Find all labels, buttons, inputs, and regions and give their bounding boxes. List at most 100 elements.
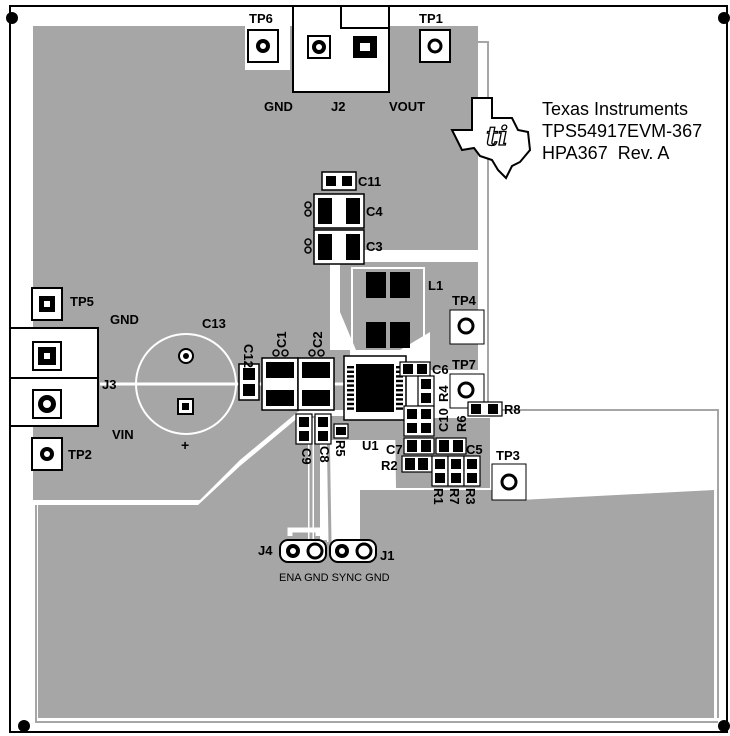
label-r4: R4 xyxy=(436,385,451,402)
label-r1: R1 xyxy=(431,488,446,505)
resistor-r7 xyxy=(447,455,465,487)
trace-j4 xyxy=(287,527,321,536)
label-tp2: TP2 xyxy=(68,447,92,462)
ic-pin xyxy=(347,366,354,369)
label-c5: C5 xyxy=(466,442,483,457)
label-revision: HPA367 Rev. A xyxy=(542,143,669,163)
ic-pin xyxy=(347,393,354,396)
label-c1: C1 xyxy=(274,331,289,348)
test-point-tp1 xyxy=(419,29,451,63)
ic-u1 xyxy=(343,355,407,421)
label-c10: C10 xyxy=(436,408,451,432)
label-tp3: TP3 xyxy=(496,448,520,463)
ic-pin xyxy=(396,379,403,383)
resistor-r8 xyxy=(467,401,503,417)
capacitor-c7 xyxy=(403,437,435,455)
label-c13-polarity: + xyxy=(181,437,189,453)
ic-pin xyxy=(396,384,403,387)
capacitor-c13 xyxy=(135,333,237,435)
label-j4: J4 xyxy=(258,543,273,558)
ic-pin xyxy=(347,379,354,383)
capacitor-c8 xyxy=(314,413,332,445)
resistor-r2 xyxy=(401,455,433,473)
resistor-r1 xyxy=(431,455,449,487)
label-c13: C13 xyxy=(202,316,226,331)
test-point-tp4 xyxy=(449,309,485,345)
texas-instruments-logo: ti xyxy=(450,97,532,180)
test-point-tp3 xyxy=(491,463,527,501)
label-j2: J2 xyxy=(331,99,345,114)
label-r2: R2 xyxy=(381,458,398,473)
resistor-r4 xyxy=(417,375,435,407)
test-point-tp2 xyxy=(31,437,63,471)
ic-pin xyxy=(347,384,354,387)
capacitor-c2 xyxy=(297,349,335,411)
label-c4: C4 xyxy=(366,204,383,219)
header-j4 xyxy=(279,539,327,563)
label-c12: C12 xyxy=(241,344,256,368)
ic-pin xyxy=(396,402,403,406)
label-c8: C8 xyxy=(317,446,332,463)
label-c2: C2 xyxy=(310,331,325,348)
capacitor-c11 xyxy=(321,171,357,191)
capacitor-c10 xyxy=(403,405,435,437)
label-c9: C9 xyxy=(299,448,314,465)
corner-mark-bottom-right xyxy=(718,720,730,732)
resistor-r3 xyxy=(463,455,481,487)
ic-pin xyxy=(396,393,403,396)
capacitor-c1 xyxy=(261,349,299,411)
corner-mark-bottom-left xyxy=(18,720,30,732)
header-j1 xyxy=(329,539,377,563)
capacitor-c5 xyxy=(435,437,467,455)
label-j3-vin: VIN xyxy=(112,427,134,442)
capacitor-c12 xyxy=(238,363,260,401)
test-point-tp6 xyxy=(247,29,279,63)
label-jumper-functions: ENA GND SYNC GND xyxy=(279,572,390,584)
label-board-name: TPS54917EVM-367 xyxy=(542,121,702,141)
ic-pin xyxy=(347,370,354,373)
label-company: Texas Instruments xyxy=(542,99,688,119)
label-c3: C3 xyxy=(366,239,383,254)
ic-pin xyxy=(347,375,354,378)
label-tp1: TP1 xyxy=(419,11,443,26)
label-tp4: TP4 xyxy=(452,293,477,308)
connector-j2 xyxy=(292,5,390,93)
label-tp6: TP6 xyxy=(249,11,273,26)
ic-pin xyxy=(347,407,354,410)
ic-pin xyxy=(396,389,403,392)
label-r6: R6 xyxy=(454,415,469,432)
capacitor-c9 xyxy=(295,413,313,445)
label-tp5: TP5 xyxy=(70,294,94,309)
label-j3: J3 xyxy=(102,377,116,392)
corner-mark-top-right xyxy=(718,12,730,24)
label-j2-gnd: GND xyxy=(264,99,293,114)
resistor-r5 xyxy=(333,423,349,439)
ic-pin xyxy=(347,389,354,392)
inductor-l1 xyxy=(351,267,425,355)
label-l1: L1 xyxy=(428,278,443,293)
label-c11: C11 xyxy=(358,174,381,189)
capacitor-c4 xyxy=(304,193,365,229)
ic-pin xyxy=(347,398,354,401)
ic-pin xyxy=(396,407,403,410)
label-r8: R8 xyxy=(504,402,521,417)
label-j1: J1 xyxy=(380,548,394,563)
label-c7: C7 xyxy=(386,442,403,457)
label-r7: R7 xyxy=(447,488,462,505)
svg-text:ti: ti xyxy=(486,122,508,152)
label-u1: U1 xyxy=(362,438,379,453)
label-c6: C6 xyxy=(432,362,449,377)
label-r5: R5 xyxy=(333,440,348,457)
ic-pin xyxy=(347,402,354,406)
copper-pour-ground xyxy=(38,416,714,718)
trace-ground-edge xyxy=(35,505,718,723)
ic-pin xyxy=(396,398,403,401)
connector-j3 xyxy=(9,327,99,427)
corner-mark-top-left xyxy=(6,12,18,24)
test-point-tp5 xyxy=(31,287,63,321)
capacitor-c3 xyxy=(304,229,365,265)
capacitor-c6 xyxy=(399,361,431,377)
label-j2-vout: VOUT xyxy=(389,99,425,114)
label-j3-gnd: GND xyxy=(110,312,139,327)
